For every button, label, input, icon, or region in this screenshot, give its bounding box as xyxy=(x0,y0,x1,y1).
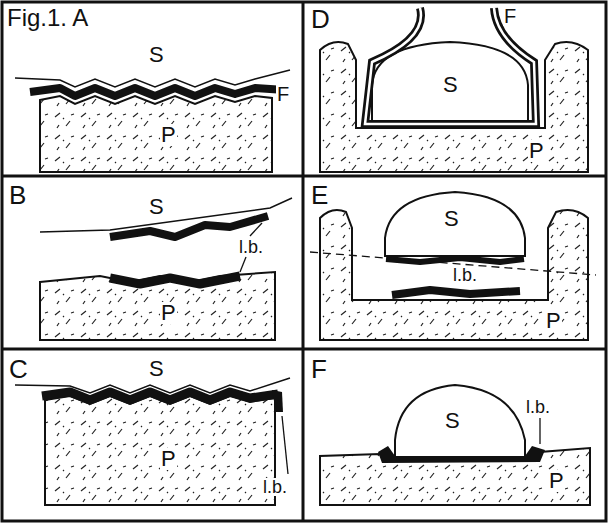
part-label: l.b. xyxy=(262,478,288,496)
part-label: P xyxy=(160,302,177,324)
part-label: l.b. xyxy=(452,266,478,284)
panel-letter: F xyxy=(310,356,328,382)
part-label: F xyxy=(503,6,517,26)
part-label: P xyxy=(160,448,177,470)
part-label: P xyxy=(160,124,177,146)
part-label: S xyxy=(148,196,165,218)
panel-e-drawing xyxy=(310,192,596,340)
part-label: l.b. xyxy=(238,238,264,256)
part-label: P xyxy=(548,470,565,492)
panel-b-drawing xyxy=(40,198,292,340)
part-label: S xyxy=(148,44,165,66)
panel-d-drawing xyxy=(320,8,588,172)
part-label: S xyxy=(442,74,459,96)
part-label: P xyxy=(545,310,562,332)
part-label: P xyxy=(528,140,545,162)
part-label: S xyxy=(444,410,461,432)
part-label: S xyxy=(148,358,165,380)
panel-letter: B xyxy=(8,182,27,208)
panel-letter: C xyxy=(8,356,29,382)
panel-a-drawing xyxy=(15,70,290,172)
panel-letter: E xyxy=(310,182,329,208)
part-label: F xyxy=(276,84,290,104)
part-label: l.b. xyxy=(525,398,551,416)
panel-c-drawing xyxy=(15,378,290,505)
panel-letter: D xyxy=(310,6,331,32)
panel-f-drawing xyxy=(320,385,590,505)
part-label: S xyxy=(443,208,460,230)
panel-letter: Fig.1. A xyxy=(6,6,89,30)
